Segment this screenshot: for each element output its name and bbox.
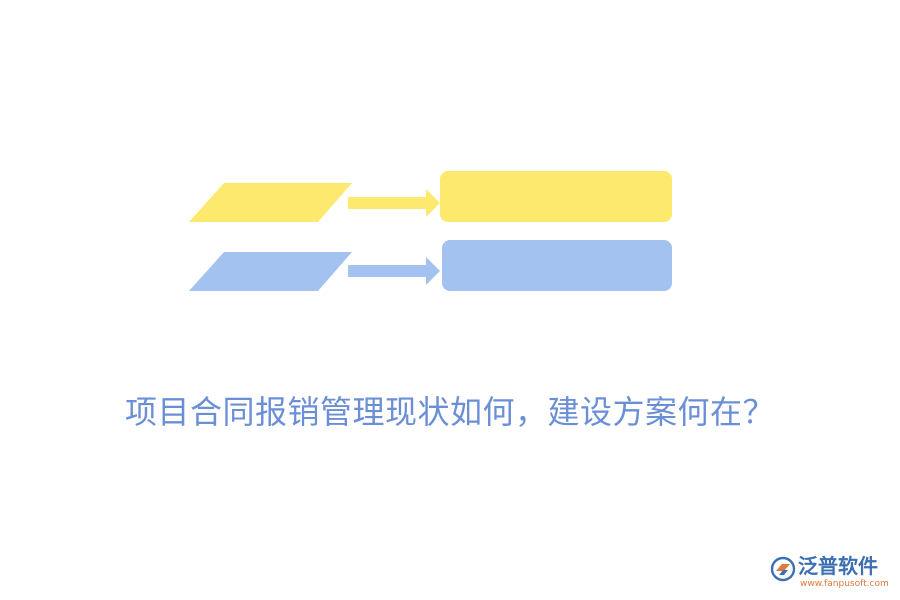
- brand-url: www.fanpusoft.com: [800, 579, 889, 589]
- fanpu-logo-icon: [770, 556, 796, 582]
- page-title: 项目合同报销管理现状如何，建设方案何在？: [124, 393, 775, 431]
- arrow-icon: [348, 257, 440, 285]
- brand-name: 泛普软件: [798, 554, 878, 578]
- arrow-icon: [348, 189, 440, 217]
- brand-logo: 泛普软件 www.fanpusoft.com: [770, 553, 892, 591]
- output-box-1: [440, 171, 672, 222]
- input-parallelogram-2: [189, 252, 352, 291]
- output-box-2: [442, 240, 672, 291]
- flow-row-1: [189, 171, 672, 222]
- flow-row-2: [189, 240, 672, 291]
- input-parallelogram-1: [189, 183, 352, 222]
